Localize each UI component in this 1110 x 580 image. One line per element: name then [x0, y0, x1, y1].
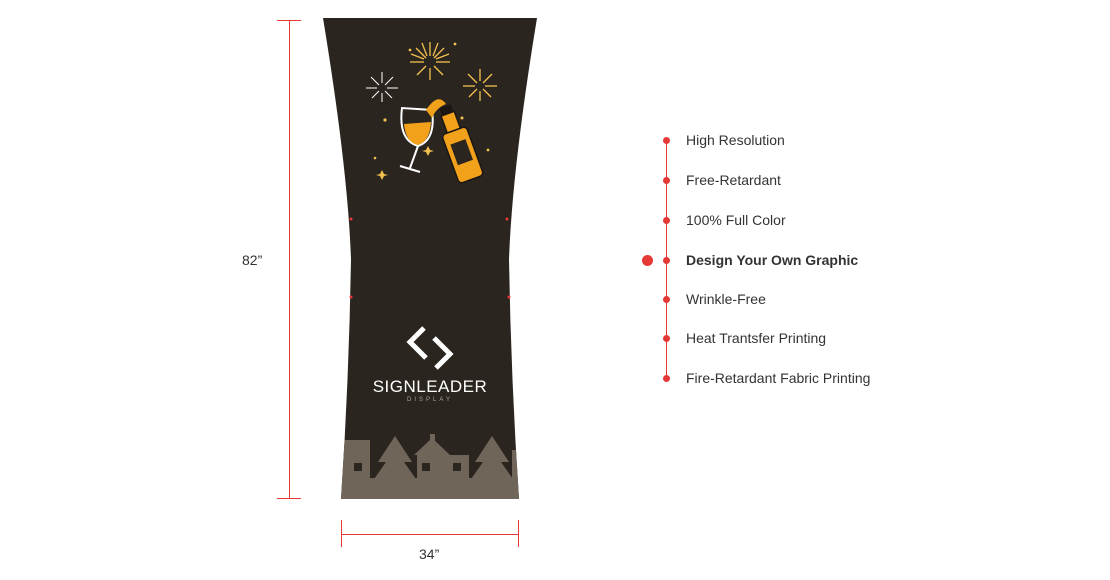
height-dimension-line — [289, 20, 290, 499]
signleader-logo-icon — [406, 326, 454, 370]
bottle-icon — [439, 104, 484, 184]
feature-label: Wrinkle-Free — [686, 291, 766, 307]
width-dimension-line — [341, 534, 519, 535]
width-dimension-right-tick — [518, 520, 519, 547]
wine-glass-icon — [399, 99, 446, 173]
firework-icon — [366, 42, 497, 102]
brand-subtitle: DISPLAY — [407, 397, 453, 403]
feature-item: High Resolution — [660, 130, 785, 150]
feature-item: Wrinkle-Free — [660, 289, 766, 309]
feature-label: Fire-Retardant Fabric Printing — [686, 370, 871, 386]
feature-item: 100% Full Color — [660, 210, 786, 230]
bullet-dot-icon — [663, 374, 670, 382]
active-indicator-dot — [642, 255, 653, 266]
feature-item: Heat Trantsfer Printing — [660, 328, 826, 348]
feature-item-active: Design Your Own Graphic — [660, 250, 858, 270]
brand-name: SIGNLEADER — [373, 377, 488, 396]
tension-fabric-banner: SIGNLEADER DISPLAY — [323, 18, 537, 499]
bullet-dot-icon — [663, 136, 670, 144]
feature-label: 100% Full Color — [686, 212, 786, 228]
bullet-dot-icon — [663, 216, 670, 224]
feature-label: Heat Trantsfer Printing — [686, 330, 827, 346]
height-dimension-bottom-tick — [277, 498, 301, 499]
bullet-dot-icon — [663, 176, 670, 184]
feature-item: Fire-Retardant Fabric Printing — [660, 368, 870, 388]
height-dimension-label: 82” — [242, 252, 263, 268]
feature-item: Free-Retardant — [660, 170, 781, 190]
bullet-dot-icon — [663, 256, 670, 264]
bullet-dot-icon — [663, 334, 670, 342]
height-dimension-top-tick — [277, 20, 301, 21]
width-dimension-left-tick — [341, 520, 342, 547]
feature-label: High Resolution — [686, 132, 785, 148]
feature-label: Design Your Own Graphic — [686, 252, 859, 268]
feature-label: Free-Retardant — [686, 172, 781, 188]
pine-tree-icon — [372, 436, 418, 482]
width-dimension-label: 34” — [419, 546, 440, 562]
banner-panel — [323, 18, 537, 499]
bullet-dot-icon — [663, 295, 670, 303]
pine-tree-icon — [469, 436, 515, 482]
